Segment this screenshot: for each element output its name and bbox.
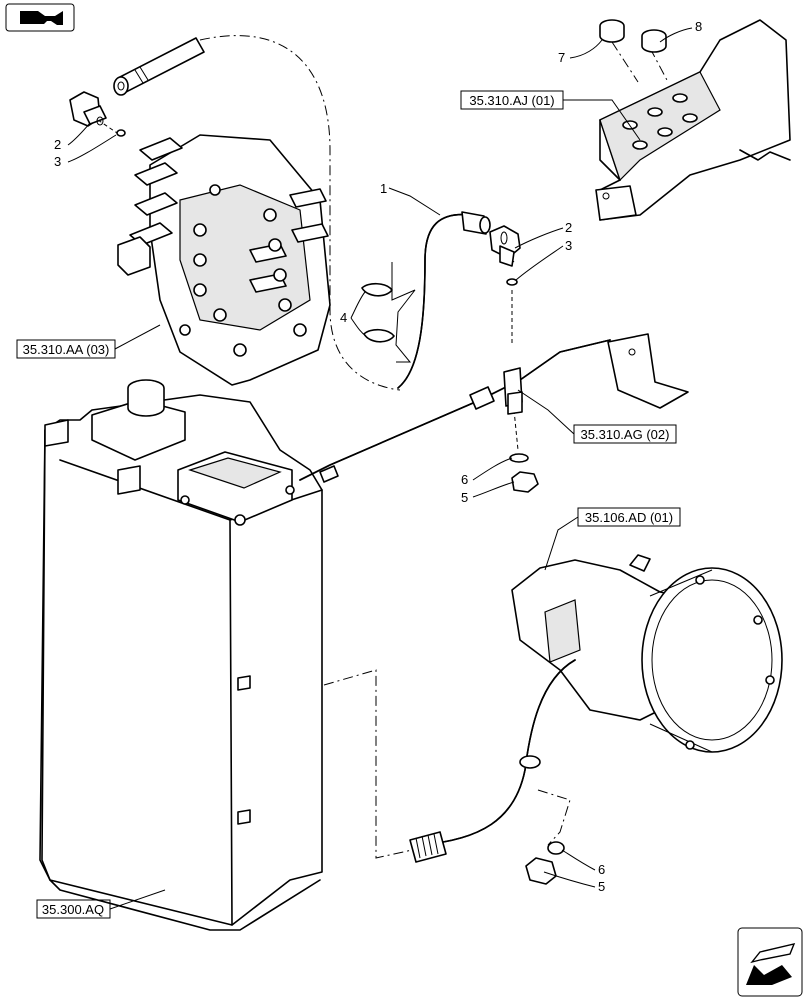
callout-6-upper: 6: [461, 472, 468, 487]
ref-box-aq[interactable]: 35.300.AQ: [36, 899, 111, 919]
next-page-icon[interactable]: [737, 927, 803, 997]
svg-text:35.106.AD (01): 35.106.AD (01): [585, 510, 673, 525]
svg-text:35.310.AJ (01): 35.310.AJ (01): [469, 93, 554, 108]
callout-2-right: 2: [565, 220, 572, 235]
plug-lower: [525, 841, 565, 885]
callout-7: 7: [558, 50, 565, 65]
elbow-fitting-left: [69, 91, 107, 127]
upper-pipe: [113, 37, 205, 96]
callout-4: 4: [340, 310, 347, 325]
hydraulic-tank: [39, 379, 323, 931]
return-pipe: [299, 333, 689, 483]
o-ring-left: [116, 129, 126, 137]
callout-5-upper: 5: [461, 490, 468, 505]
ref-box-ag[interactable]: 35.310.AG (02): [573, 424, 677, 444]
o-ring-right: [506, 278, 518, 286]
hydraulic-pump: [511, 554, 783, 753]
leader-lines: [67, 27, 693, 910]
svg-text:35.310.AG (02): 35.310.AG (02): [581, 427, 670, 442]
control-valve: [117, 134, 331, 386]
callout-3-left: 3: [54, 154, 61, 169]
callout-2-left: 2: [54, 137, 61, 152]
previous-page-icon[interactable]: [5, 3, 75, 32]
svg-text:35.300.AQ: 35.300.AQ: [42, 902, 104, 917]
ref-box-ad[interactable]: 35.106.AD (01): [577, 507, 681, 527]
callout-5-lower: 5: [598, 879, 605, 894]
plug-upper: [509, 453, 539, 493]
hose-clamps: [361, 262, 416, 363]
hose: [397, 211, 491, 389]
ref-box-aa[interactable]: 35.310.AA (03): [16, 339, 116, 359]
svg-text:35.310.AA (03): 35.310.AA (03): [23, 342, 110, 357]
callout-1: 1: [380, 181, 387, 196]
elbow-fitting-right: [489, 225, 521, 267]
pedal-bracket: [595, 19, 791, 221]
callout-6-lower: 6: [598, 862, 605, 877]
callout-numbers: 1 2 3 2 3 4 6 5 6 5 7 8: [54, 19, 702, 894]
ref-box-aj[interactable]: 35.310.AJ (01): [460, 90, 564, 110]
suction-hose: [409, 659, 576, 863]
callout-3-right: 3: [565, 238, 572, 253]
callout-8: 8: [695, 19, 702, 34]
